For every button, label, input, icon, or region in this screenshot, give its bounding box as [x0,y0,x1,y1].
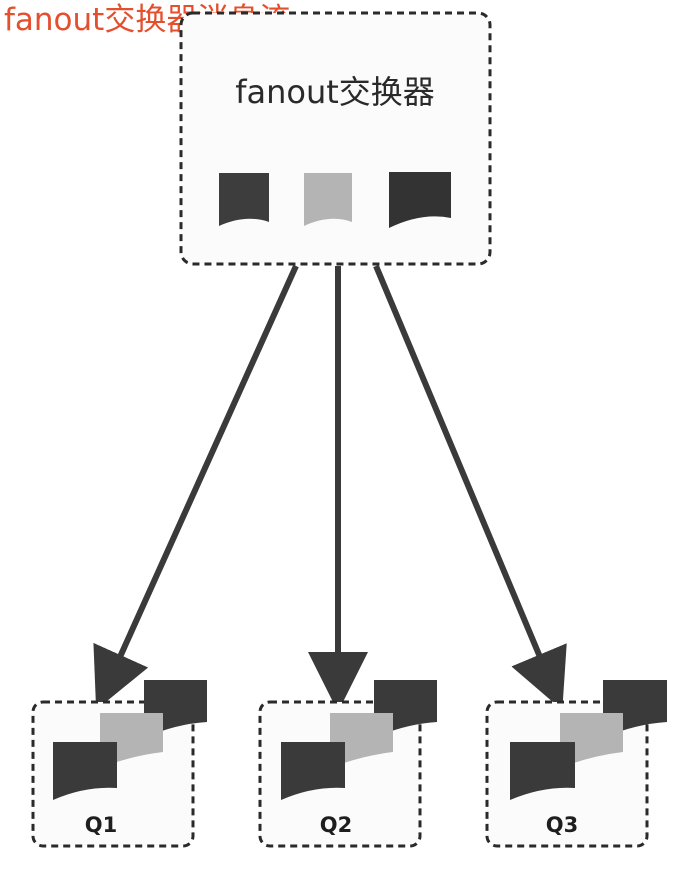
queue-label: Q1 [85,813,117,837]
queue-message-dark-front [510,742,575,800]
queue-q1: Q1 [31,680,207,848]
queue-message-dark-front [53,742,117,800]
exchange-box [179,11,492,266]
queue-message-dark-front [281,742,345,800]
exchange-message-2 [304,173,352,226]
exchange-title: fanout交换器 [235,73,435,111]
routing-arrows [93,264,567,712]
queue-message-light [560,713,623,768]
queue-label: Q2 [320,813,352,837]
queue-message-light [330,713,393,768]
exchange-message-1 [219,173,269,226]
arrow-to-q1 [93,264,299,710]
arrow-to-q3 [373,264,567,711]
queue-q2: Q2 [258,680,437,848]
queue-label: Q3 [546,813,578,837]
queue-q3: Q3 [485,680,667,848]
exchange-node: fanout交换器 [179,11,492,266]
exchange-message-3 [389,172,451,228]
